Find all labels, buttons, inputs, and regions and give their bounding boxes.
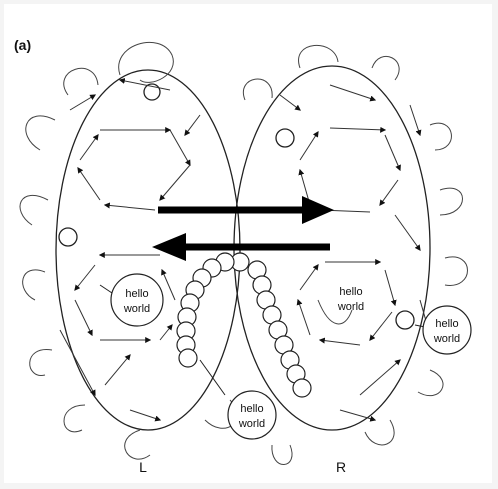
right-lower-hexagon-arrows <box>296 259 432 422</box>
right-upper-hexagon-arrows <box>279 84 422 251</box>
callout-far-right-line2: world <box>433 333 460 345</box>
callout-left-line2: world <box>123 303 150 315</box>
callout-far-right: hello world <box>414 305 472 355</box>
panel-label: (a) <box>14 37 31 53</box>
callout-far-right-line1: hello <box>435 318 458 330</box>
callout-left: hello world <box>99 273 164 327</box>
left-label: L <box>139 459 147 475</box>
callout-bottom-line1: hello <box>240 403 263 415</box>
callout-right-centre-line2: world <box>337 301 364 313</box>
outer-loops <box>19 41 468 465</box>
callout-right-centre: hello world <box>337 286 364 313</box>
circle-chain <box>176 252 312 398</box>
right-label: R <box>336 459 346 475</box>
callout-bottom-line2: world <box>238 418 265 430</box>
thick-arrows <box>152 196 334 261</box>
left-upper-hexagon-arrows <box>69 77 201 211</box>
callout-bottom: hello world <box>199 359 277 440</box>
callout-right-centre-line1: hello <box>339 286 362 298</box>
left-lower-hexagon-arrows <box>59 252 176 422</box>
callout-left-line1: hello <box>125 288 148 300</box>
small-circles <box>58 83 415 330</box>
